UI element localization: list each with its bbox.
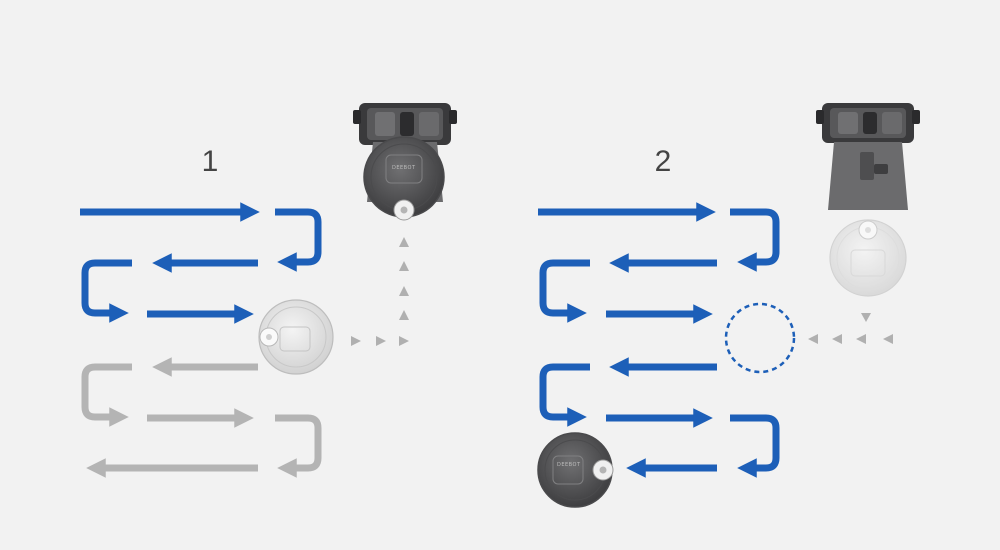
dotted-arrow-icon: [832, 334, 842, 344]
robot-brand-text: DEEBOT: [557, 462, 581, 468]
dotted-arrow-icon: [856, 334, 866, 344]
path-turn-arrow: [275, 208, 322, 272]
scene-1: 1: [80, 103, 457, 478]
dotted-arrow-icon: [399, 237, 409, 247]
path-turn-arrow: [730, 208, 780, 272]
dotted-arrow-icon: [399, 310, 409, 320]
dotted-arrow-icon: [808, 334, 818, 344]
robot-brand-text: DEEBOT: [392, 165, 416, 171]
dotted-arrow-icon: [861, 313, 871, 322]
robot-vacuum-icon: [829, 219, 907, 297]
return-route-arrows: [351, 237, 409, 346]
step-label: 1: [202, 145, 219, 178]
cleaning-path-active: [538, 202, 780, 478]
path-turn-arrow: [730, 414, 780, 478]
cleaning-path-pending: [81, 357, 322, 478]
path-turn-arrow: [539, 259, 590, 323]
path-turn-arrow: [539, 363, 590, 427]
scene-2: 2: [537, 103, 920, 508]
robot-vacuum-icon: [258, 299, 334, 375]
path-turn-arrow: [81, 363, 132, 427]
dotted-arrow-icon: [399, 336, 409, 346]
dotted-arrow-icon: [376, 336, 386, 346]
resume-route-arrows: [808, 313, 893, 344]
dotted-arrow-icon: [399, 286, 409, 296]
robot-vacuum-icon: DEEBOT: [363, 136, 445, 221]
dashed-circle-icon: [724, 302, 796, 374]
step-label: 2: [655, 145, 672, 178]
dotted-arrow-icon: [399, 261, 409, 271]
cleaning-path-active: [80, 202, 322, 324]
dotted-arrow-icon: [351, 336, 361, 346]
robot-vacuum-icon: DEEBOT: [537, 432, 614, 508]
docking-station-icon: [816, 103, 920, 210]
dotted-arrow-icon: [883, 334, 893, 344]
path-turn-arrow: [275, 414, 322, 478]
path-turn-arrow: [81, 259, 132, 323]
